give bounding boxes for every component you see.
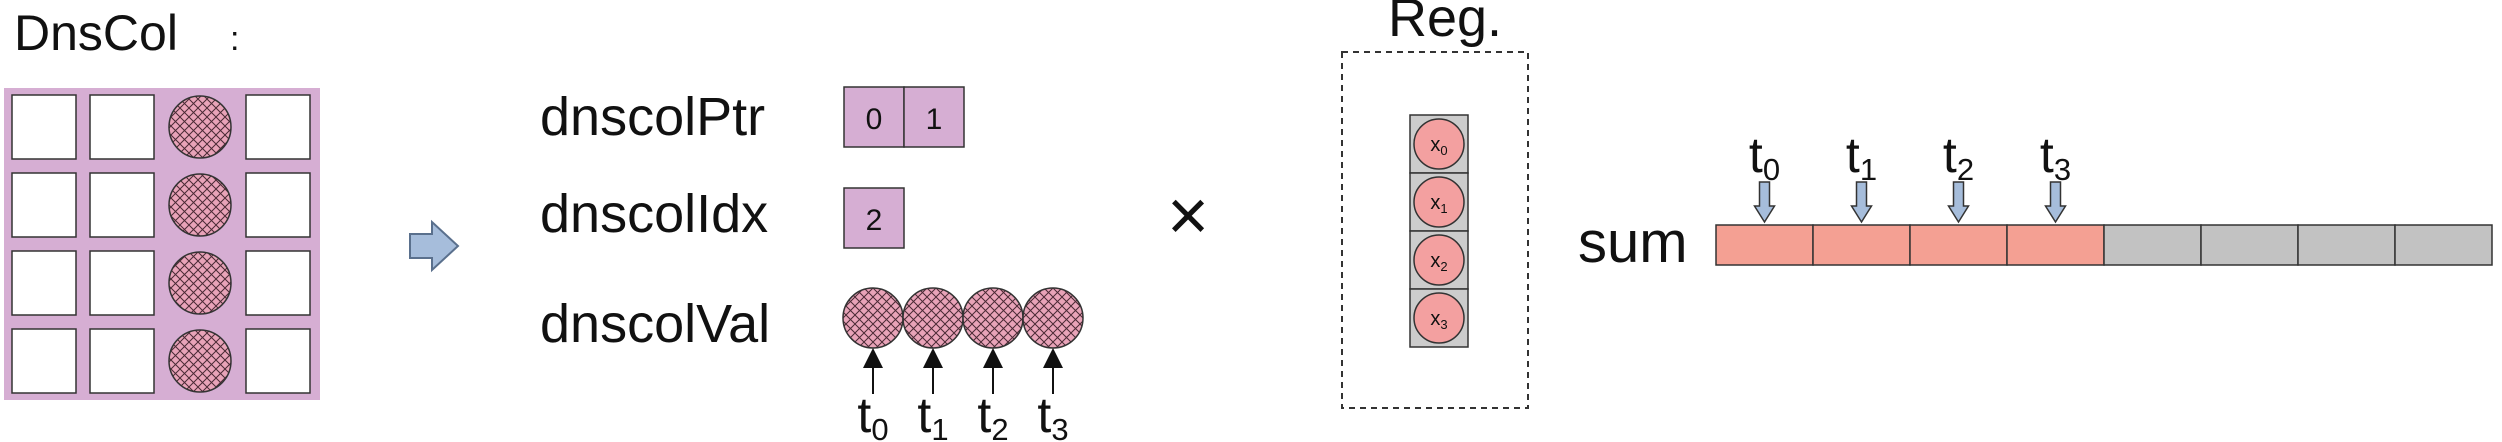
sum-cell-active — [2006, 224, 2105, 266]
register-entry: x0 — [1430, 134, 1447, 158]
thread-label-val: t1 — [917, 387, 948, 442]
thread-label-sum: t2 — [1943, 127, 1974, 187]
register-label: Reg. — [1388, 0, 1502, 48]
dnscol-val-label: dnscolVal — [540, 294, 770, 354]
register-entry: x1 — [1430, 192, 1447, 216]
thread-down-arrow-icon — [1753, 181, 1776, 224]
flow-arrow-icon — [409, 219, 460, 273]
matrix-cell — [245, 94, 311, 160]
dnscol-ptr-value: 0 — [866, 103, 883, 136]
sum-cell-active — [1909, 224, 2008, 266]
dnscol-idx-array: 2 — [843, 187, 905, 249]
matrix-nonzero — [168, 95, 232, 159]
matrix-cell — [89, 250, 155, 316]
matrix-cell — [11, 94, 77, 160]
register-entry: x3 — [1430, 308, 1447, 332]
thread-down-arrow-icon — [1947, 181, 1970, 224]
sum-cell-active — [1715, 224, 1814, 266]
thread-label-sum: t3 — [2040, 127, 2071, 187]
multiply-sign: × — [1167, 176, 1209, 256]
thread-down-arrow-icon — [2044, 181, 2067, 224]
dnscol-ptr-cell — [843, 86, 905, 148]
dnscol-val-element — [902, 287, 964, 349]
sum-cell-active — [1812, 224, 1911, 266]
sum-cell-inactive — [2297, 224, 2396, 266]
matrix-nonzero — [168, 173, 232, 237]
sparse-matrix — [4, 88, 320, 400]
matrix-cell — [89, 94, 155, 160]
sum-array: t0 t1 t2 t3 — [1715, 127, 2493, 266]
register-vector: x0 x1 x2 x3 — [1409, 114, 1469, 348]
dnscol-idx-value: 2 — [866, 204, 883, 237]
register-entry: x2 — [1430, 250, 1447, 274]
dnscol-ptr-cell — [903, 86, 965, 148]
dnscol-idx-cell — [843, 187, 905, 249]
matrix-nonzero — [168, 251, 232, 315]
register-value-circle — [1413, 292, 1465, 344]
thread-label-sum: t0 — [1749, 127, 1780, 187]
dnscol-idx-label: dnscolIdx — [540, 184, 768, 244]
matrix-cell — [11, 172, 77, 238]
matrix-cell — [245, 250, 311, 316]
thread-label-val: t0 — [857, 387, 888, 442]
sum-cell-inactive — [2200, 224, 2299, 266]
matrix-cell — [89, 172, 155, 238]
matrix-cell — [11, 328, 77, 394]
thread-label-val: t3 — [1037, 387, 1068, 442]
matrix-cell — [89, 328, 155, 394]
matrix-cell — [245, 328, 311, 394]
sum-cell-inactive — [2103, 224, 2202, 266]
matrix-cell — [245, 172, 311, 238]
thread-label-sum: t1 — [1846, 127, 1877, 187]
title: DnsCol — [14, 5, 178, 61]
register-value-circle — [1413, 234, 1465, 286]
dnscol-ptr-value: 1 — [926, 103, 943, 136]
thread-down-arrow-icon — [1850, 181, 1873, 224]
thread-label-val: t2 — [977, 387, 1008, 442]
register-value-circle — [1413, 176, 1465, 228]
sum-label: sum — [1578, 210, 1688, 275]
dnscol-val-array: t0 t1 t2 t3 — [842, 287, 1084, 442]
sum-cell-inactive — [2394, 224, 2493, 266]
title-suffix: : — [230, 20, 239, 58]
dnscol-ptr-label: dnscolPtr — [540, 87, 765, 147]
matrix-nonzero — [168, 329, 232, 393]
dnscol-val-element — [1022, 287, 1084, 349]
register-value-circle — [1413, 118, 1465, 170]
dnscol-val-element — [962, 287, 1024, 349]
matrix-cell — [11, 250, 77, 316]
register-box — [1341, 51, 1529, 409]
dnscol-val-element — [842, 287, 904, 349]
